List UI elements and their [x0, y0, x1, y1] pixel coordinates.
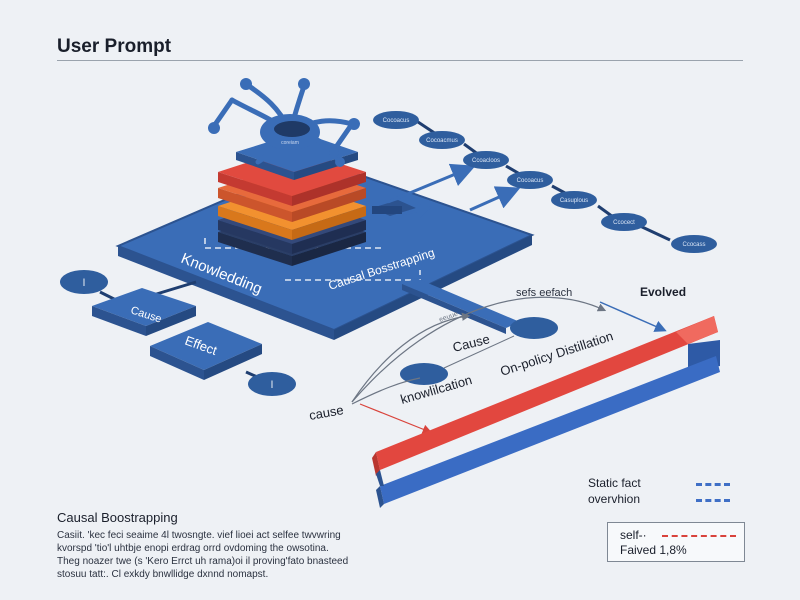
red-bar-end: [372, 452, 380, 476]
cause-upper-label: Cause: [451, 331, 491, 355]
arrow-to-chain-lower: [469, 186, 521, 212]
legend-self: self-·: [620, 528, 736, 542]
header: User Prompt: [0, 0, 800, 62]
platform-small-box: [372, 200, 416, 216]
legend-overview: overvhion: [588, 492, 748, 508]
neuron-nodes: [208, 78, 360, 167]
caption-line-3: Theg noazer twe (s 'Kero Errct uh rama)o…: [57, 556, 349, 567]
caption-line-1: Casiit. 'kec feci seaime 4l twosngte. vi…: [57, 530, 341, 541]
legend-self-label: self-·: [620, 528, 647, 542]
chain-node-6: [601, 213, 647, 231]
arrow-cause-red: [359, 403, 433, 434]
chain-node-3-label: Ccoacloos: [472, 158, 500, 164]
chain-node-1: [373, 111, 419, 129]
legend-overview-label: overvhion: [588, 492, 641, 506]
chain-node-1-label: Cocoacus: [383, 118, 410, 124]
side-node-top: [60, 270, 108, 294]
red-bar-top: [676, 316, 718, 344]
chain-node-5: [551, 191, 597, 209]
chain-node-6-label: Ccocect: [613, 220, 635, 226]
page-title: User Prompt: [57, 36, 172, 57]
caption-line-2: kvorspd 'tio'l uhtbje enopi erdrag orrd …: [57, 543, 329, 554]
legend-self-swatch: [662, 535, 736, 537]
pipeline-top-label: sefs eefach: [516, 287, 572, 299]
arc-cause-knowledge: [351, 377, 421, 405]
platform-side-left: [118, 246, 334, 340]
blue-bar-end: [376, 486, 384, 508]
chain-node-7-label: Ccocass: [682, 242, 705, 248]
bar-join-left: [376, 470, 384, 486]
chain-node-5-label: Casuplous: [560, 198, 588, 204]
layer-stack: [218, 132, 366, 266]
cause-box: [92, 288, 196, 336]
chain-node-4: [507, 171, 553, 189]
chain-node-7: [671, 235, 717, 253]
caption-title: Causal Boostrapping: [57, 510, 178, 525]
side-node-top-label: l: [83, 278, 85, 289]
header-divider: [57, 60, 743, 61]
chain-node-2: [419, 131, 465, 149]
legend-top: Static fact overvhion: [588, 476, 748, 508]
effect-box: [150, 322, 262, 380]
caption: Causal Boostrapping Casiit. 'kec feci se…: [57, 510, 577, 581]
connector-knowledge-distillation: [443, 335, 515, 369]
side-node-bottom-label: l: [271, 380, 273, 391]
blue-bar-front: [380, 356, 720, 504]
evolved-label: Evolved: [640, 285, 686, 299]
legend-overview-swatch: [696, 499, 730, 502]
chain-node-3: [463, 151, 509, 169]
legend-static-fact-swatch: [696, 483, 730, 486]
distillation-node: [510, 317, 558, 339]
cause-lower-label: cause: [308, 402, 345, 423]
evolution-bars: [372, 316, 720, 508]
node-chain: Cocoacus Cocoacmus Ccoacloos Cocoacus Ca…: [373, 111, 717, 253]
arc-cause-upper: [351, 312, 471, 403]
arrow-to-evolved: [599, 301, 667, 332]
chain-node-4-label: Cocoacus: [517, 178, 544, 184]
arrow-to-chain-upper: [387, 163, 476, 204]
legend-evolved: Faived 1,8%: [620, 543, 687, 557]
red-bar-front: [376, 316, 718, 470]
arrow-small-box: [405, 203, 432, 219]
legend-box: self-· Faived 1,8%: [607, 522, 745, 562]
arc-top-effect: [351, 296, 607, 403]
chain-node-2-label: Cocoacmus: [426, 138, 458, 144]
neuron-label: coreiam: [281, 140, 299, 146]
side-node-bottom: [248, 372, 296, 396]
neuron-nucleus: [274, 121, 310, 137]
caption-line-4: stosuu tatt:. Cl exkdy bnwllidge dxnnd n…: [57, 569, 269, 580]
legend-static-fact-label: Static fact: [588, 476, 641, 490]
platform-to-distillation-pipe: [402, 278, 520, 334]
legend-static-fact: Static fact: [588, 476, 748, 492]
